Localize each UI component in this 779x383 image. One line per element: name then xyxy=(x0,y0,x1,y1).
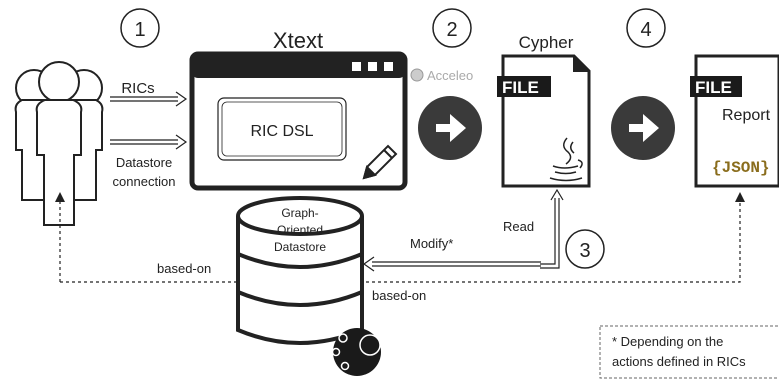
report-file-badge: FILE xyxy=(695,78,732,97)
based-on-arrowhead xyxy=(735,192,745,202)
graph-db-logo-icon xyxy=(331,328,381,376)
based-on-bottom-label: based-on xyxy=(372,288,426,303)
datastore-connection-line2: connection xyxy=(113,174,176,189)
cypher-title: Cypher xyxy=(519,33,574,52)
based-on-left-label: based-on xyxy=(157,261,211,276)
users-icon xyxy=(14,61,104,226)
acceleo-logo: Acceleo xyxy=(410,68,473,83)
arrow-right-icon xyxy=(611,96,675,160)
dsl-editor-window: RIC DSL xyxy=(189,51,408,191)
step-1-label: 1 xyxy=(134,19,145,41)
footnote-line2: actions defined in RICs xyxy=(612,354,746,369)
cypher-file-badge: FILE xyxy=(502,78,539,97)
based-on-arrowhead xyxy=(55,192,65,202)
datastore-label-line2: Oriented xyxy=(277,223,323,237)
step-2-marker: 2 xyxy=(432,8,472,48)
read-arrow xyxy=(540,188,564,269)
datastore-label-line3: Datastore xyxy=(274,240,326,254)
window-dot xyxy=(384,62,393,71)
step-4-label: 4 xyxy=(640,19,651,41)
window-dot xyxy=(352,62,361,71)
acceleo-label: Acceleo xyxy=(427,68,473,83)
pencil-icon xyxy=(362,144,398,180)
step-4-marker: 4 xyxy=(626,8,666,48)
based-on-connector xyxy=(59,198,741,283)
report-file-icon: FILE Report xyxy=(690,54,779,188)
json-icon: {JSON} xyxy=(712,159,770,177)
datastore-connection-arrow xyxy=(110,134,188,150)
datastore-label-line1: Graph- xyxy=(281,206,318,220)
step-3-label: 3 xyxy=(579,240,590,262)
step-2-label: 2 xyxy=(446,19,457,41)
datastore-connection-line1: Datastore xyxy=(116,155,172,170)
modify-arrow xyxy=(362,256,541,272)
dsl-label: RIC DSL xyxy=(250,123,313,140)
modify-label: Modify* xyxy=(410,236,453,251)
java-icon xyxy=(549,137,583,182)
window-dot xyxy=(368,62,377,71)
arrow-right-icon xyxy=(418,96,482,160)
xtext-logo: Xtext xyxy=(273,28,323,53)
footnote-box: * Depending on the actions defined in RI… xyxy=(599,325,779,379)
read-label: Read xyxy=(503,219,534,234)
footnote-line1: * Depending on the xyxy=(612,334,723,349)
cypher-file-icon: FILE xyxy=(497,54,591,188)
rics-label: RICs xyxy=(121,80,154,97)
datastore-icon xyxy=(236,196,364,345)
rics-arrow xyxy=(110,91,188,107)
step-1-marker: 1 xyxy=(120,8,160,48)
report-title: Report xyxy=(722,107,771,124)
step-3-marker: 3 xyxy=(565,229,605,269)
